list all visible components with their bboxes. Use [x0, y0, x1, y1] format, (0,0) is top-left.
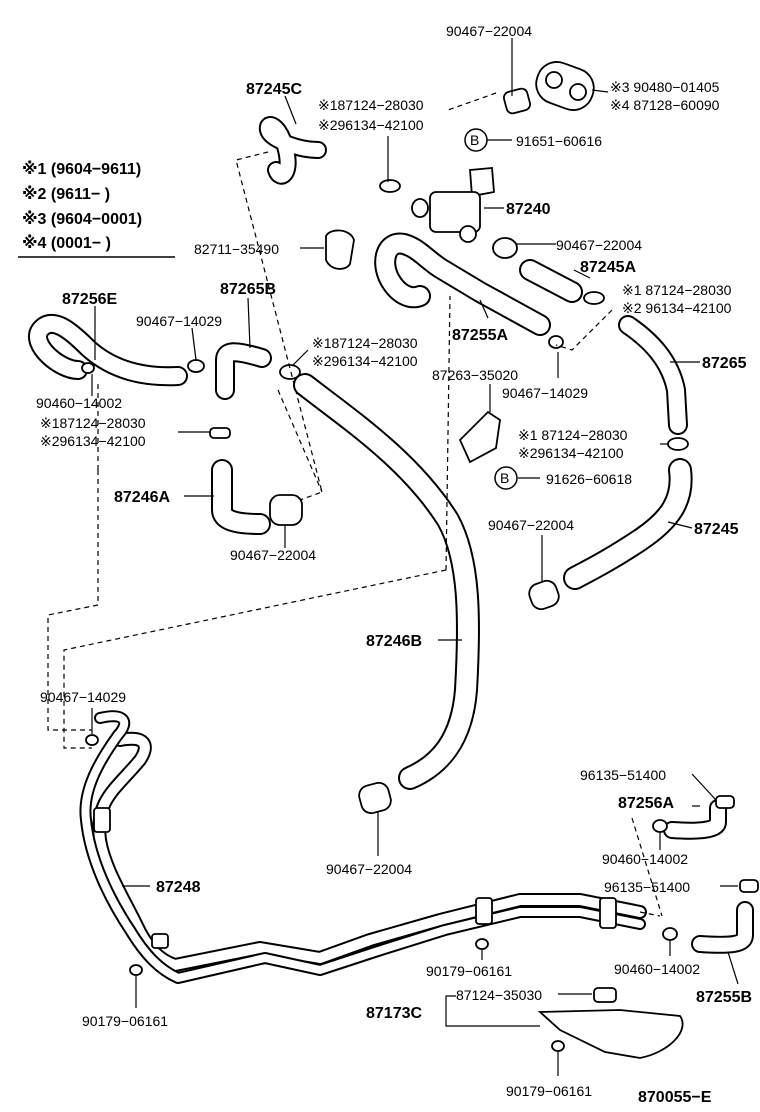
- pipe-87248: [79, 710, 647, 984]
- clip-90179-06161-c: [551, 1040, 565, 1052]
- clamp-87124-28030-e: [667, 437, 689, 451]
- grommet-90480-01405: [535, 61, 595, 111]
- label-90460-14002-b: 90460−14002: [602, 851, 688, 867]
- label-n2-96134-42100-a: ※296134−42100: [318, 117, 424, 133]
- label-90179-06161-a: 90179−06161: [426, 963, 512, 979]
- label-90179-06161-c: 90179−06161: [506, 1083, 592, 1099]
- label-96135-51400-a: 96135−51400: [580, 767, 666, 783]
- pipe-holder-a: [475, 897, 493, 925]
- label-87256E: 87256E: [62, 291, 117, 308]
- label-87245A: 87245A: [580, 259, 636, 276]
- label-n1-87124-28030-c: ※187124−28030: [312, 335, 418, 351]
- clip-90179-06161-a: [475, 938, 489, 950]
- clamp-90467-14029-a: [187, 359, 205, 373]
- leader-lines: [91, 38, 739, 1076]
- clamp-90467-22004-mid: [492, 237, 518, 259]
- label-90467-22004-mid: 90467−22004: [556, 237, 642, 253]
- label-90179-06161-b: 90179−06161: [82, 1013, 168, 1029]
- label-87265: 87265: [702, 355, 747, 372]
- clamp-90467-14029-b: [548, 335, 564, 349]
- label-87255B: 87255B: [696, 989, 752, 1006]
- label-n4-87128-60090: ※4 87128−60090: [610, 97, 720, 113]
- label-90460-14002-a: 90460−14002: [36, 395, 122, 411]
- clamp-87124-28030-c: [279, 364, 301, 380]
- label-87246B: 87246B: [366, 633, 422, 650]
- label-n1-87124-28030-e: ※1 87124−28030: [518, 427, 628, 443]
- label-n2-96134-42100-c: ※296134−42100: [312, 353, 418, 369]
- label-82711-35490: 82711−35490: [194, 241, 279, 257]
- clip-90179-06161-b: [129, 964, 143, 976]
- clamp-87124-28030-a: [379, 179, 401, 193]
- label-90460-14002-c: 90460−14002: [614, 961, 700, 977]
- label-91651-60616: 91651−60616: [516, 133, 602, 149]
- clamp-87124-28030-d: [209, 427, 231, 439]
- label-n2-96134-42100-d: ※296134−42100: [40, 433, 146, 449]
- pipe-holder-c: [93, 807, 111, 833]
- label-n3-90480-01405: ※3 90480−01405: [610, 79, 720, 95]
- label-87255A: 87255A: [452, 327, 508, 344]
- note-3: ※3 (9604−0001): [22, 210, 142, 228]
- pipe-holder-d: [151, 933, 169, 949]
- label-87246A: 87246A: [114, 489, 170, 506]
- clamp-90467-22004-top: [503, 87, 531, 115]
- label-90467-22004-top: 90467−22004: [446, 23, 532, 39]
- label-90467-14029-a: 90467−14029: [136, 313, 222, 329]
- clamp-90467-22004-d: [528, 579, 560, 611]
- clamp-96135-51400-b: [739, 879, 759, 893]
- note-1: ※1 (9604−9611): [22, 160, 141, 178]
- part-labels: 90467−22004 87245C ※187124−28030 ※296134…: [36, 23, 752, 1106]
- label-90467-14029-c: 90467−14029: [40, 689, 126, 705]
- label-87256A: 87256A: [618, 795, 674, 812]
- clip-90460-14002-c: [662, 927, 678, 941]
- clamps: [81, 61, 759, 1059]
- clamp-87124-35030: [593, 987, 617, 1003]
- cover-87173C: [537, 1009, 684, 1059]
- clamp-87124-28030-b: [583, 291, 605, 305]
- clamp-90467-14029-c: [85, 734, 99, 746]
- label-90467-22004-d: 90467−22004: [488, 517, 574, 533]
- note-4: ※4 (0001− ): [22, 234, 111, 252]
- label-87263-35020: 87263−35020: [432, 367, 518, 383]
- label-n1-87124-28030-a: ※187124−28030: [318, 97, 424, 113]
- clip-82711-35490: [325, 229, 355, 270]
- note-2: ※2 (9611− ): [22, 185, 110, 203]
- diagram-id: 870055−E: [638, 1089, 712, 1106]
- legend-notes: ※1 (9604−9611) ※2 (9611− ) ※3 (9604−0001…: [18, 160, 175, 258]
- label-87265B: 87265B: [220, 281, 276, 298]
- label-90467-22004-e: 90467−22004: [326, 861, 412, 877]
- clamp-90467-22004-c: [269, 494, 303, 526]
- label-87124-35030: 87124−35030: [456, 987, 542, 1003]
- valve-87240: [411, 191, 481, 243]
- label-96135-51400-b: 96135−51400: [604, 879, 690, 895]
- label-90467-22004-c: 90467−22004: [230, 547, 316, 563]
- ref-circle-b-bottom: [494, 466, 518, 490]
- bracket-91651-60616: [469, 167, 495, 198]
- label-87248: 87248: [156, 879, 201, 896]
- pipe-holder-b: [599, 897, 617, 929]
- dashed-routing: [47, 92, 663, 917]
- label-90467-14029-b: 90467−14029: [502, 385, 588, 401]
- label-n1-87124-28030-b: ※1 87124−28030: [622, 282, 732, 298]
- label-b-bottom: B: [500, 470, 509, 486]
- clamp-90467-22004-e: [358, 781, 392, 815]
- label-87245: 87245: [694, 521, 739, 538]
- label-91626-60618: 91626−60618: [546, 471, 632, 487]
- hoses: [28, 116, 754, 954]
- label-87173C: 87173C: [366, 1005, 422, 1022]
- label-n1-87124-28030-d: ※187124−28030: [40, 415, 146, 431]
- label-87240: 87240: [506, 201, 551, 218]
- label-87245C: 87245C: [246, 81, 302, 98]
- label-n2-96134-42100-e: ※296134−42100: [518, 445, 624, 461]
- label-n2-96134-42100-b: ※2 96134−42100: [622, 300, 732, 316]
- bracket-87263-35020: [458, 410, 501, 464]
- ref-circle-b-top: [464, 128, 488, 152]
- clip-90460-14002-b: [652, 819, 668, 833]
- clip-90460-14002-a: [81, 362, 95, 374]
- clamp-96135-51400-a: [715, 795, 735, 809]
- label-b-top: B: [470, 132, 479, 148]
